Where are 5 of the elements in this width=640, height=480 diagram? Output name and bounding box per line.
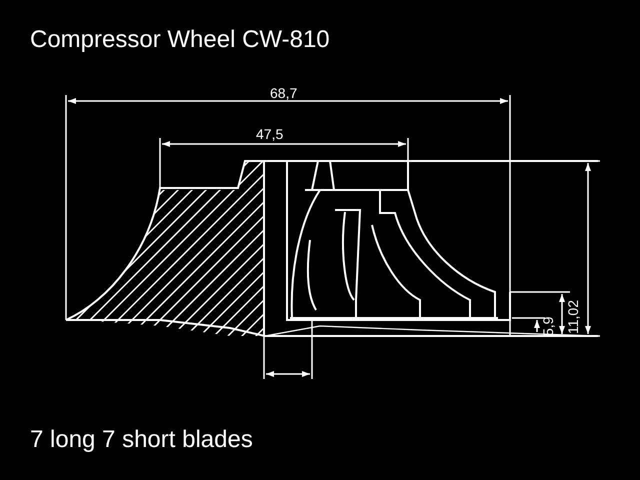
dimension-value: 47,5	[256, 127, 284, 141]
dimension-value: 68,7	[270, 86, 298, 100]
drawing-title: Compressor Wheel CW-810	[30, 28, 330, 52]
drawing-caption: 7 long 7 short blades	[30, 428, 253, 452]
dimension-value: 11,02	[566, 300, 580, 334]
